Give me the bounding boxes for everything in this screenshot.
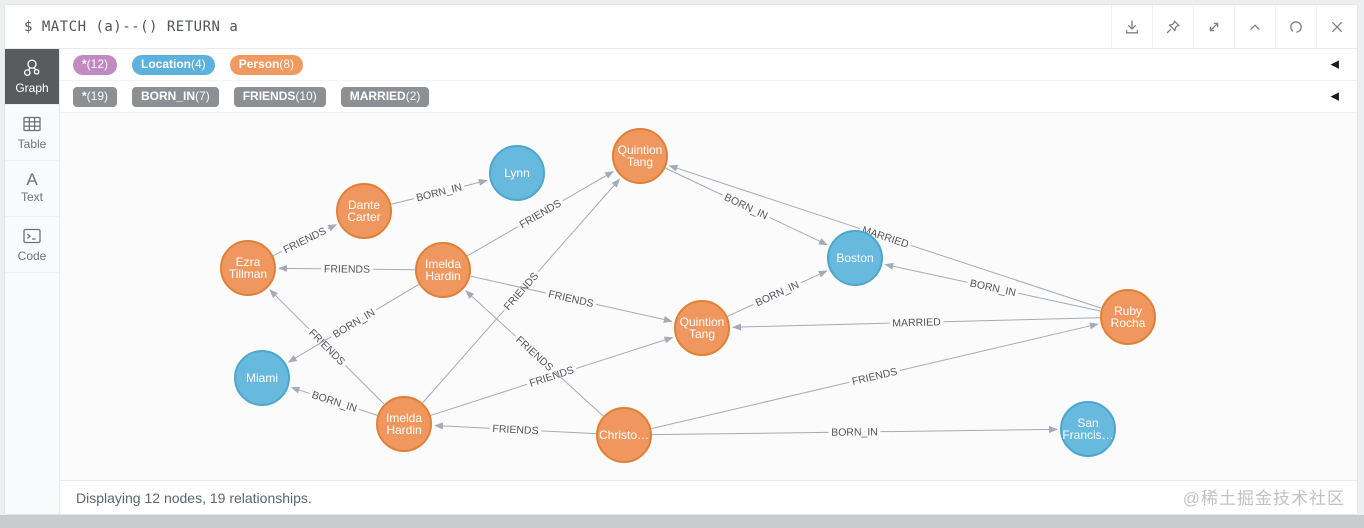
graph-edge-born_in[interactable]: BORN_IN xyxy=(391,178,488,208)
watermark: @稀土掘金技术社区 xyxy=(1182,489,1345,508)
fullscreen-button[interactable] xyxy=(1193,5,1234,48)
edge-label: FRIENDS xyxy=(492,423,539,437)
node-filter-row: *(12) Location(4) Person(8) ◀ xyxy=(60,49,1357,81)
table-icon xyxy=(23,116,41,132)
graph-edge-friends[interactable]: FRIENDS xyxy=(430,336,674,416)
edge-label: MARRIED xyxy=(892,316,941,329)
edge-label: BORN_IN xyxy=(331,307,377,341)
edge-label: FRIENDS xyxy=(502,270,541,313)
tab-table-label: Table xyxy=(17,137,47,151)
result-body: Graph Table A Text Code xyxy=(5,49,1357,514)
tab-graph[interactable]: Graph xyxy=(5,49,59,105)
tab-graph-label: Graph xyxy=(15,81,49,95)
tab-table[interactable]: Table xyxy=(5,105,59,161)
node-pill-location[interactable]: Location(4) xyxy=(132,54,215,75)
fullscreen-icon xyxy=(1209,22,1219,31)
graph-edge-friends[interactable]: FRIENDS xyxy=(433,419,597,441)
view-switcher: Graph Table A Text Code xyxy=(5,49,60,514)
graph-edge-born_in[interactable]: BORN_IN xyxy=(651,423,1059,442)
rel-row-collapse-icon[interactable]: ◀ xyxy=(1330,90,1339,102)
relationship-filter-row: *(19) BORN_IN(7) FRIENDS(10) MARRIED(2) … xyxy=(60,81,1357,113)
edge-label: BORN_IN xyxy=(969,278,1017,300)
close-button[interactable] xyxy=(1316,5,1357,48)
graph-icon xyxy=(23,59,40,76)
graph-edge-born_in[interactable]: BORN_IN xyxy=(287,283,420,363)
query-bar: $ MATCH (a)--() RETURN a xyxy=(5,5,1357,49)
graph-node-miami[interactable]: Miami xyxy=(234,350,290,406)
close-icon xyxy=(1331,21,1343,32)
rel-pill-born-in[interactable]: BORN_IN(7) xyxy=(132,86,219,107)
query-prompt: $ xyxy=(24,18,33,35)
graph-node-christo[interactable]: Christo… xyxy=(596,407,652,463)
code-icon xyxy=(23,228,41,244)
edge-label: BORN_IN xyxy=(415,181,463,204)
graph-edge-friends[interactable]: FRIENDS xyxy=(277,260,416,279)
node-pill-all[interactable]: *(12) xyxy=(73,54,118,75)
text-icon: A xyxy=(26,170,38,189)
rel-pill-friends[interactable]: FRIENDS(10) xyxy=(233,86,326,107)
graph-panel: *(12) Location(4) Person(8) ◀ *(19) BORN… xyxy=(60,49,1357,514)
bottom-strip xyxy=(0,515,1364,528)
graph-edge-born_in[interactable]: BORN_IN xyxy=(884,262,1101,312)
edge-label: FRIENDS xyxy=(282,225,329,256)
edge-label: BORN_IN xyxy=(831,426,878,439)
edge-label: BORN_IN xyxy=(754,279,801,309)
query-string: MATCH (a)--() RETURN a xyxy=(41,18,239,35)
collapse-up-button[interactable] xyxy=(1234,5,1275,48)
edge-label: FRIENDS xyxy=(513,334,555,374)
graph-visualization: BORN_IN FRIENDS FRIENDS FRIENDS FRIENDS FRIEN… xyxy=(220,128,1156,463)
tab-text[interactable]: A Text xyxy=(5,161,59,217)
edge-label: FRIENDS xyxy=(547,288,595,310)
edge-label: BORN_IN xyxy=(310,389,358,415)
graph-edge-born_in[interactable]: BORN_IN xyxy=(727,270,828,317)
graph-node-boston[interactable]: Boston xyxy=(827,230,883,286)
download-icon xyxy=(1125,19,1139,33)
pin-button[interactable] xyxy=(1152,5,1193,48)
edge-label: FRIENDS xyxy=(518,197,564,230)
node-row-collapse-icon[interactable]: ◀ xyxy=(1330,58,1339,70)
rel-pill-married[interactable]: MARRIED(2) xyxy=(340,86,430,107)
refresh-icon xyxy=(1290,20,1302,33)
download-button[interactable] xyxy=(1111,5,1152,48)
graph-edge-born_in[interactable]: BORN_IN xyxy=(665,167,828,246)
graph-canvas[interactable]: BORN_IN FRIENDS FRIENDS FRIENDS FRIENDS FRIEN… xyxy=(60,113,1357,480)
status-bar: Displaying 12 nodes, 19 relationships. @… xyxy=(60,480,1357,514)
collapse-up-icon xyxy=(1250,24,1260,30)
query-input[interactable]: $ MATCH (a)--() RETURN a xyxy=(5,5,1111,48)
refresh-button[interactable] xyxy=(1275,5,1316,48)
query-toolbar xyxy=(1111,5,1357,48)
graph-edge-friends[interactable]: FRIENDS xyxy=(272,222,338,260)
status-text: Displaying 12 nodes, 19 relationships. xyxy=(76,489,312,506)
rel-pill-all[interactable]: *(19) xyxy=(73,86,118,107)
graph-edge-born_in[interactable]: BORN_IN xyxy=(290,386,378,418)
node-pill-person[interactable]: Person(8) xyxy=(229,54,304,75)
graph-node-lynn[interactable]: Lynn xyxy=(489,145,545,201)
tab-text-label: Text xyxy=(20,190,43,204)
tab-code[interactable]: Code xyxy=(5,217,59,273)
tab-code-label: Code xyxy=(17,249,47,263)
edge-label: FRIENDS xyxy=(324,263,370,275)
graph-edge-married[interactable]: MARRIED xyxy=(668,164,1102,309)
result-frame: $ MATCH (a)--() RETURN a xyxy=(4,4,1358,515)
edge-label: FRIENDS xyxy=(851,366,899,388)
graph-edge-married[interactable]: MARRIED xyxy=(731,313,1101,333)
graph-node-sanfran[interactable]: SanFrancis… xyxy=(1060,401,1116,457)
pin-icon xyxy=(1166,19,1180,33)
